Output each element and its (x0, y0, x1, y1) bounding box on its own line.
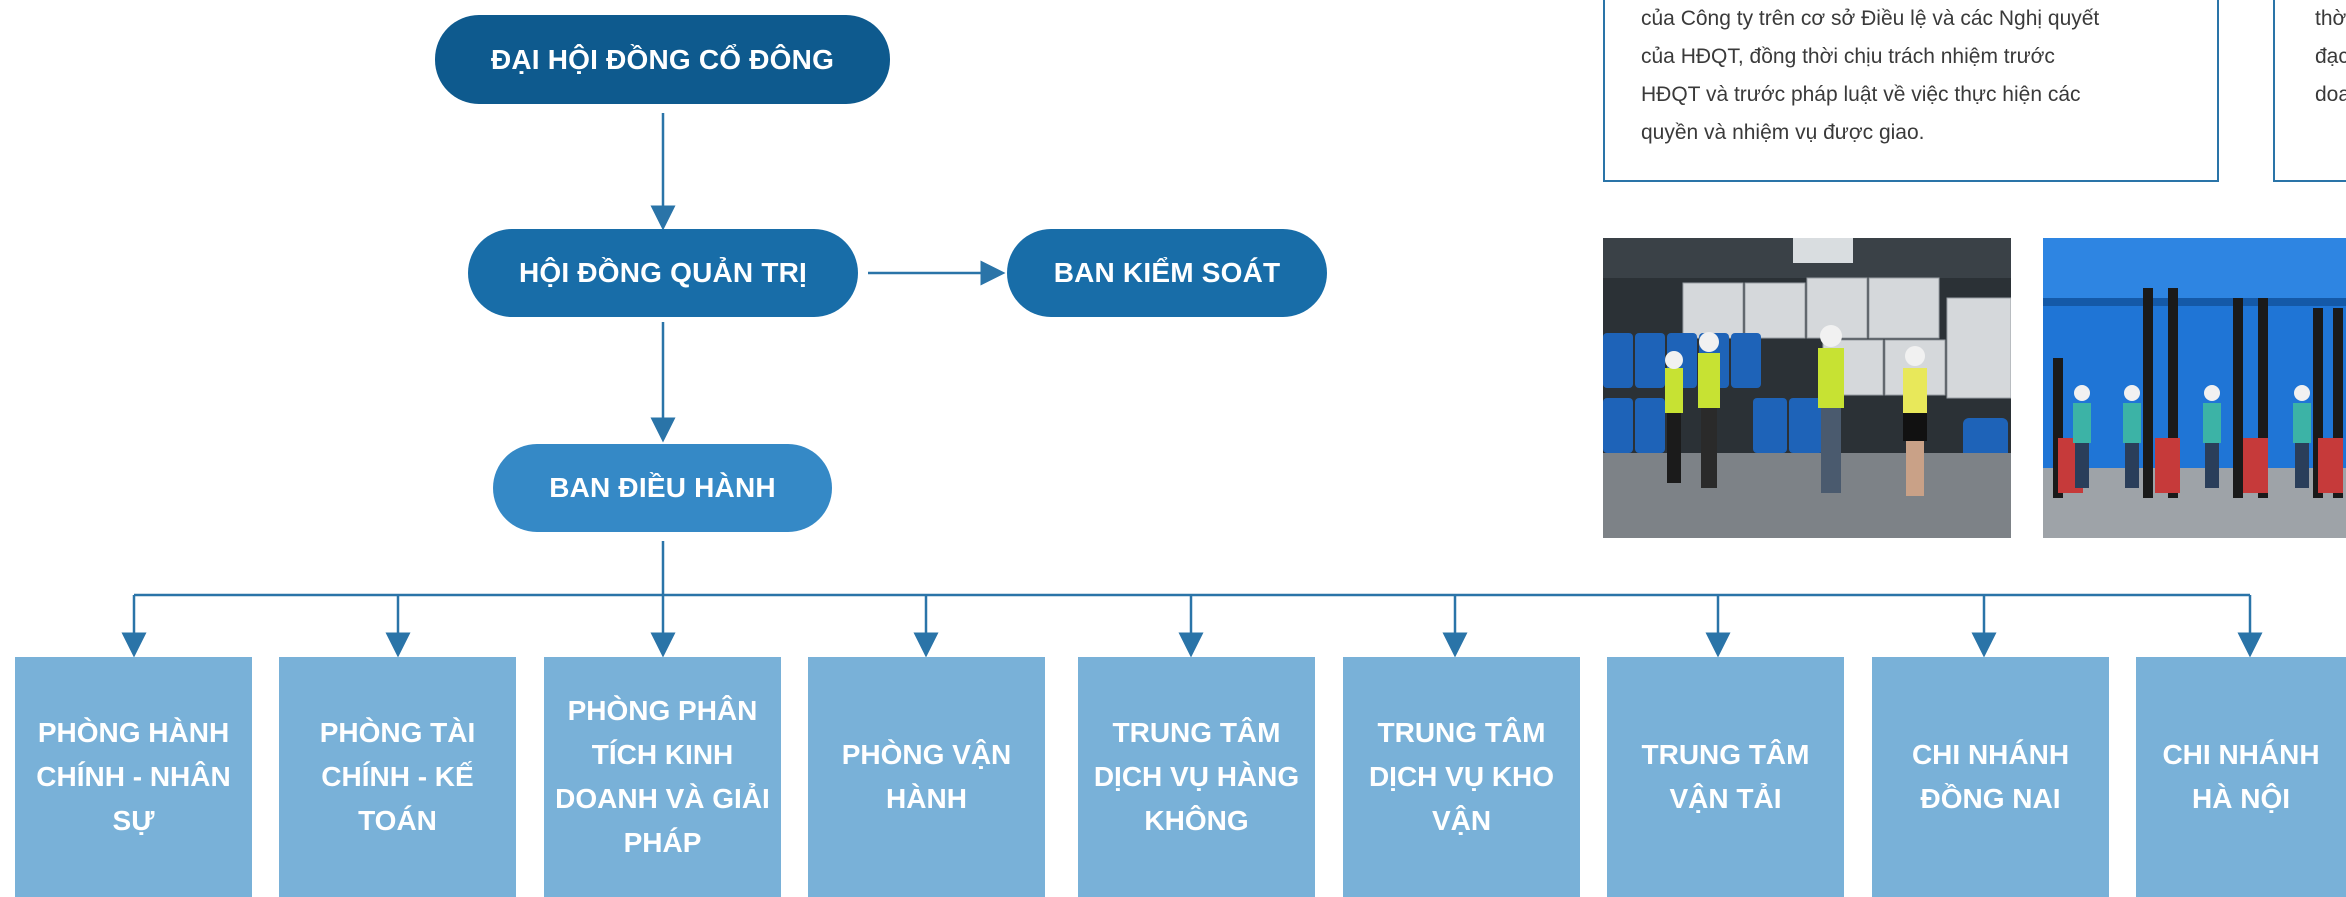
node-board-of-directors: HỘI ĐỒNG QUẢN TRỊ (468, 229, 858, 317)
dept-label: PHÒNG HÀNH CHÍNH - NHÂN SỰ (36, 717, 231, 836)
warehouse-inspection-photo (1603, 238, 2011, 538)
dept-label: CHI NHÁNH HÀ NỘI (2162, 739, 2320, 814)
dept-box: PHÒNG VẬN HÀNH (808, 657, 1045, 897)
dept-box: PHÒNG TÀI CHÍNH - KẾ TOÁN (279, 657, 516, 897)
node-supervisory-board: BAN KIỂM SOÁT (1007, 229, 1327, 317)
dept-box: PHÒNG PHÂN TÍCH KINH DOANH VÀ GIẢI PHÁP (544, 657, 781, 897)
description-text-box-cropped: thờ đạc doa (2273, 0, 2346, 182)
forklift-team-photo (2043, 238, 2346, 538)
dept-label: TRUNG TÂM VẬN TẢI (1641, 739, 1810, 814)
node-executive-label: BAN ĐIỀU HÀNH (549, 472, 776, 503)
description-line: doa (2315, 83, 2346, 106)
dept-box: CHI NHÁNH HÀ NỘI (2136, 657, 2346, 897)
dept-label: TRUNG TÂM DỊCH VỤ HÀNG KHÔNG (1093, 717, 1300, 836)
dept-box: CHI NHÁNH ĐỒNG NAI (1872, 657, 2109, 897)
dept-label: CHI NHÁNH ĐỒNG NAI (1911, 739, 2070, 814)
node-general-meeting-label: ĐẠI HỘI ĐỒNG CỔ ĐÔNG (490, 43, 835, 75)
description-line: quyền và nhiệm vụ được giao. (1641, 121, 1925, 144)
description-line: HĐQT và trước pháp luật về việc thực hiệ… (1641, 83, 2081, 106)
description-line: đạc (2315, 45, 2346, 68)
dept-label: PHÒNG TÀI CHÍNH - KẾ TOÁN (319, 717, 476, 836)
dept-box: TRUNG TÂM DỊCH VỤ HÀNG KHÔNG (1078, 657, 1315, 897)
description-text-box: của Công ty trên cơ sở Điều lệ và các Ng… (1603, 0, 2219, 182)
dept-box: TRUNG TÂM DỊCH VỤ KHO VẬN (1343, 657, 1580, 897)
node-supervisory-label: BAN KIỂM SOÁT (1053, 257, 1281, 288)
node-general-meeting: ĐẠI HỘI ĐỒNG CỔ ĐÔNG (435, 15, 890, 104)
description-line: thờ (2315, 7, 2346, 30)
node-executive-board: BAN ĐIỀU HÀNH (493, 444, 832, 532)
description-line: của HĐQT, đồng thời chịu trách nhiệm trư… (1641, 45, 2055, 68)
warehouse-photo-image (1603, 238, 2011, 538)
node-board-label: HỘI ĐỒNG QUẢN TRỊ (518, 257, 808, 288)
dept-label: PHÒNG VẬN HÀNH (841, 739, 1012, 814)
dept-label: TRUNG TÂM DỊCH VỤ KHO VẬN (1368, 717, 1555, 836)
dept-box: PHÒNG HÀNH CHÍNH - NHÂN SỰ (15, 657, 252, 897)
forklift-photo-image (2043, 238, 2346, 538)
dept-box: TRUNG TÂM VẬN TẢI (1607, 657, 1844, 897)
dept-label: PHÒNG PHÂN TÍCH KINH DOANH VÀ GIẢI PHÁP (555, 695, 770, 858)
description-line: của Công ty trên cơ sở Điều lệ và các Ng… (1641, 7, 2100, 30)
